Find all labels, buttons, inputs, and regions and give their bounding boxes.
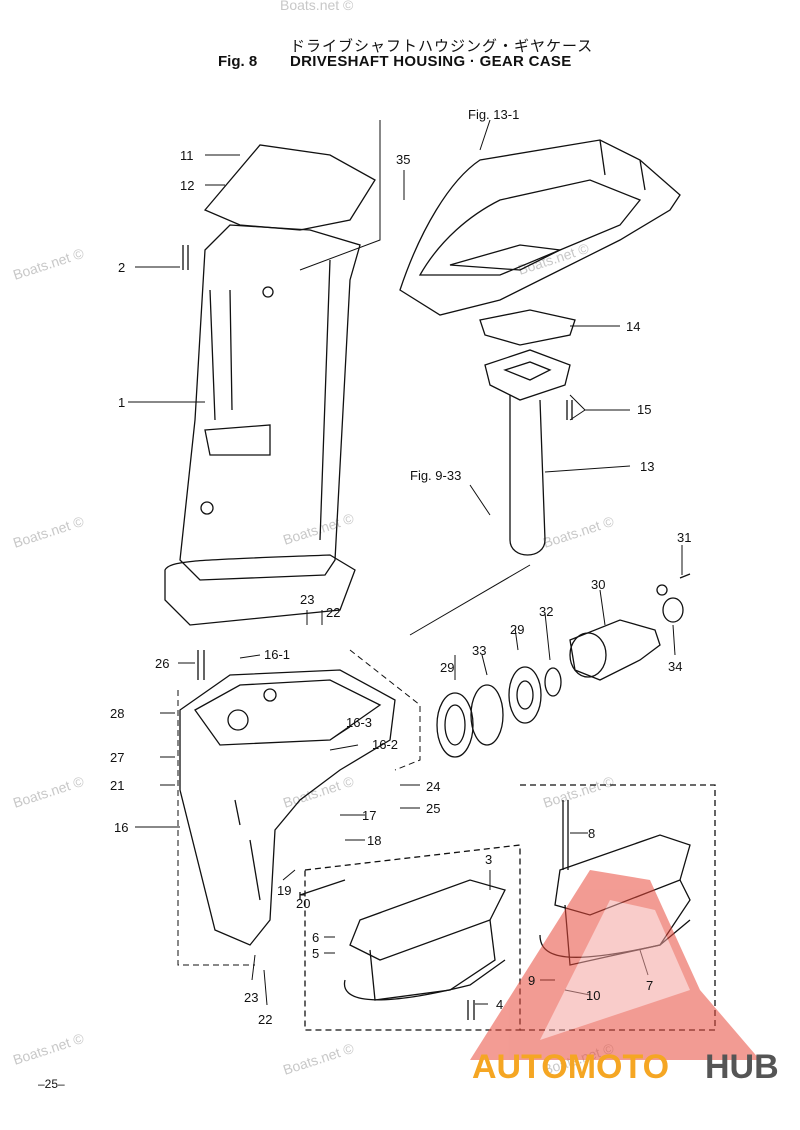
svg-text:22: 22	[258, 1012, 272, 1027]
svg-text:25: 25	[426, 801, 440, 816]
bolt-15	[566, 400, 573, 420]
svg-text:Boats.net ©: Boats.net ©	[11, 773, 86, 811]
svg-text:Boats.net ©: Boats.net ©	[11, 245, 86, 283]
diagram-title: DRIVESHAFT HOUSING · GEAR CASE	[290, 53, 572, 70]
svg-text:7: 7	[646, 978, 653, 993]
svg-text:11: 11	[180, 148, 194, 163]
svg-text:Boats.net ©: Boats.net ©	[281, 510, 356, 548]
svg-text:28: 28	[110, 706, 124, 721]
svg-text:10: 10	[586, 988, 600, 1003]
svg-text:16-2: 16-2	[372, 737, 398, 752]
connection-line	[409, 564, 531, 636]
stud-26	[197, 650, 205, 680]
svg-text:29: 29	[510, 622, 524, 637]
part-labels: 11 12 2 1 35 Fig. 13-1 14 15 13 Fig. 9-3…	[110, 107, 691, 1027]
svg-text:Boats.net ©: Boats.net ©	[280, 0, 354, 13]
svg-text:22: 22	[326, 605, 340, 620]
svg-text:12: 12	[180, 178, 194, 193]
stud-4	[467, 1000, 475, 1020]
svg-text:HUB: HUB	[705, 1048, 779, 1086]
dashed-box-3	[304, 844, 521, 1031]
bolt-2	[182, 245, 189, 270]
logo-text: AUTOMOTO HUB	[472, 1048, 779, 1086]
svg-text:9: 9	[528, 973, 535, 988]
svg-text:33: 33	[472, 643, 486, 658]
svg-text:3: 3	[485, 852, 492, 867]
lower-cowl-drawing	[399, 139, 681, 316]
svg-text:8: 8	[588, 826, 595, 841]
svg-text:15: 15	[637, 402, 651, 417]
svg-text:23: 23	[244, 990, 258, 1005]
gasket-14	[479, 309, 576, 346]
svg-text:17: 17	[362, 808, 376, 823]
svg-text:Boats.net ©: Boats.net ©	[541, 773, 616, 811]
extension-3	[343, 879, 506, 1001]
page-number: –25–	[38, 1077, 65, 1091]
watermarks: Boats.net © Boats.net © Boats.net © Boat…	[11, 0, 616, 1078]
svg-text:Boats.net ©: Boats.net ©	[281, 1040, 356, 1078]
exhaust-tube-13	[484, 349, 571, 556]
svg-text:24: 24	[426, 779, 440, 794]
svg-text:2: 2	[118, 260, 125, 275]
japanese-title: ドライブシャフトハウジング・ギヤケース	[290, 38, 594, 55]
svg-text:26: 26	[155, 656, 169, 671]
svg-text:Fig. 9-33: Fig. 9-33	[410, 468, 461, 483]
figure-number: Fig. 8	[218, 53, 258, 70]
bearings-seals	[436, 573, 691, 758]
svg-text:23: 23	[300, 592, 314, 607]
svg-text:13: 13	[640, 459, 654, 474]
svg-text:27: 27	[110, 750, 124, 765]
driveshaft-housing-1	[164, 224, 361, 626]
svg-text:19: 19	[277, 883, 291, 898]
svg-text:29: 29	[440, 660, 454, 675]
svg-text:Boats.net ©: Boats.net ©	[11, 1030, 86, 1068]
automotohub-logo	[470, 870, 760, 1060]
svg-text:35: 35	[396, 152, 410, 167]
bolt-20	[299, 879, 346, 900]
svg-text:31: 31	[677, 530, 691, 545]
svg-text:32: 32	[539, 604, 553, 619]
svg-text:Boats.net ©: Boats.net ©	[281, 773, 356, 811]
svg-text:20: 20	[296, 896, 310, 911]
svg-text:Fig. 13-1: Fig. 13-1	[468, 107, 519, 122]
svg-text:6: 6	[312, 930, 319, 945]
svg-text:1: 1	[118, 395, 125, 410]
svg-text:16-3: 16-3	[346, 715, 372, 730]
svg-text:34: 34	[668, 659, 682, 674]
svg-text:18: 18	[367, 833, 381, 848]
svg-text:30: 30	[591, 577, 605, 592]
dashed-gearcase-box	[177, 649, 421, 966]
svg-text:AUTOMOTO: AUTOMOTO	[472, 1048, 669, 1086]
svg-text:21: 21	[110, 778, 124, 793]
gear-case-16	[179, 669, 396, 946]
svg-text:14: 14	[626, 319, 640, 334]
svg-text:5: 5	[312, 946, 319, 961]
svg-text:Boats.net ©: Boats.net ©	[11, 513, 86, 551]
stud-8	[562, 800, 569, 870]
svg-text:16-1: 16-1	[264, 647, 290, 662]
svg-text:16: 16	[114, 820, 128, 835]
svg-text:Boats.net ©: Boats.net ©	[541, 513, 616, 551]
connection-line-2	[299, 120, 381, 271]
gasket-12	[203, 144, 376, 231]
svg-text:4: 4	[496, 997, 503, 1012]
